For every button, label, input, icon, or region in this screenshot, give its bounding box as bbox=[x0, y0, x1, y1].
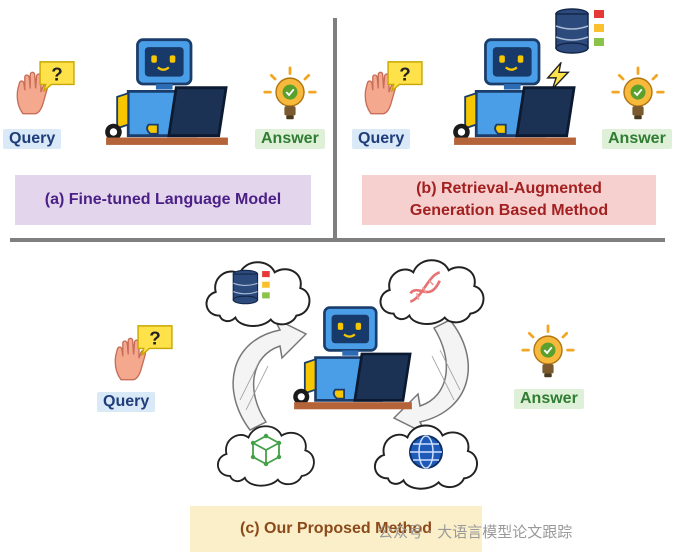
vertical-divider bbox=[333, 18, 337, 240]
dna-icon bbox=[409, 271, 441, 303]
robot-laptop-icon bbox=[446, 36, 584, 156]
robot-laptop-icon bbox=[286, 304, 420, 420]
answer-label-a: Answer bbox=[255, 129, 325, 149]
caption-panel-b-line2: Generation Based Method bbox=[409, 202, 609, 219]
question-bubble-icon bbox=[386, 60, 424, 92]
question-bubble-icon bbox=[136, 324, 174, 356]
lightbulb-icon bbox=[520, 324, 576, 380]
robot-laptop-icon bbox=[98, 36, 236, 156]
caption-panel-c: (c) Our Proposed Method bbox=[190, 506, 482, 552]
query-label-c: Query bbox=[97, 392, 156, 412]
database-icon bbox=[230, 268, 276, 306]
globe-icon bbox=[409, 435, 443, 469]
caption-panel-a: (a) Fine-tuned Language Model bbox=[15, 175, 311, 225]
watermark-text: 公众号 · 大语言模型论文跟踪 bbox=[378, 523, 573, 541]
caption-panel-b-line1: (b) Retrieval-Augmented bbox=[416, 180, 602, 197]
answer-label-c: Answer bbox=[514, 389, 584, 409]
horizontal-divider bbox=[10, 238, 665, 242]
lightbulb-icon bbox=[262, 66, 318, 122]
query-label-a: Query bbox=[3, 129, 62, 149]
caption-panel-b: (b) Retrieval-Augmented Generation Based… bbox=[362, 175, 656, 225]
answer-label-b: Answer bbox=[602, 129, 672, 149]
query-label-b: Query bbox=[352, 129, 411, 149]
cube-icon bbox=[250, 433, 282, 467]
cycle-arrows-icon bbox=[232, 316, 470, 436]
lightbulb-icon bbox=[610, 66, 666, 122]
question-bubble-icon bbox=[38, 60, 76, 92]
